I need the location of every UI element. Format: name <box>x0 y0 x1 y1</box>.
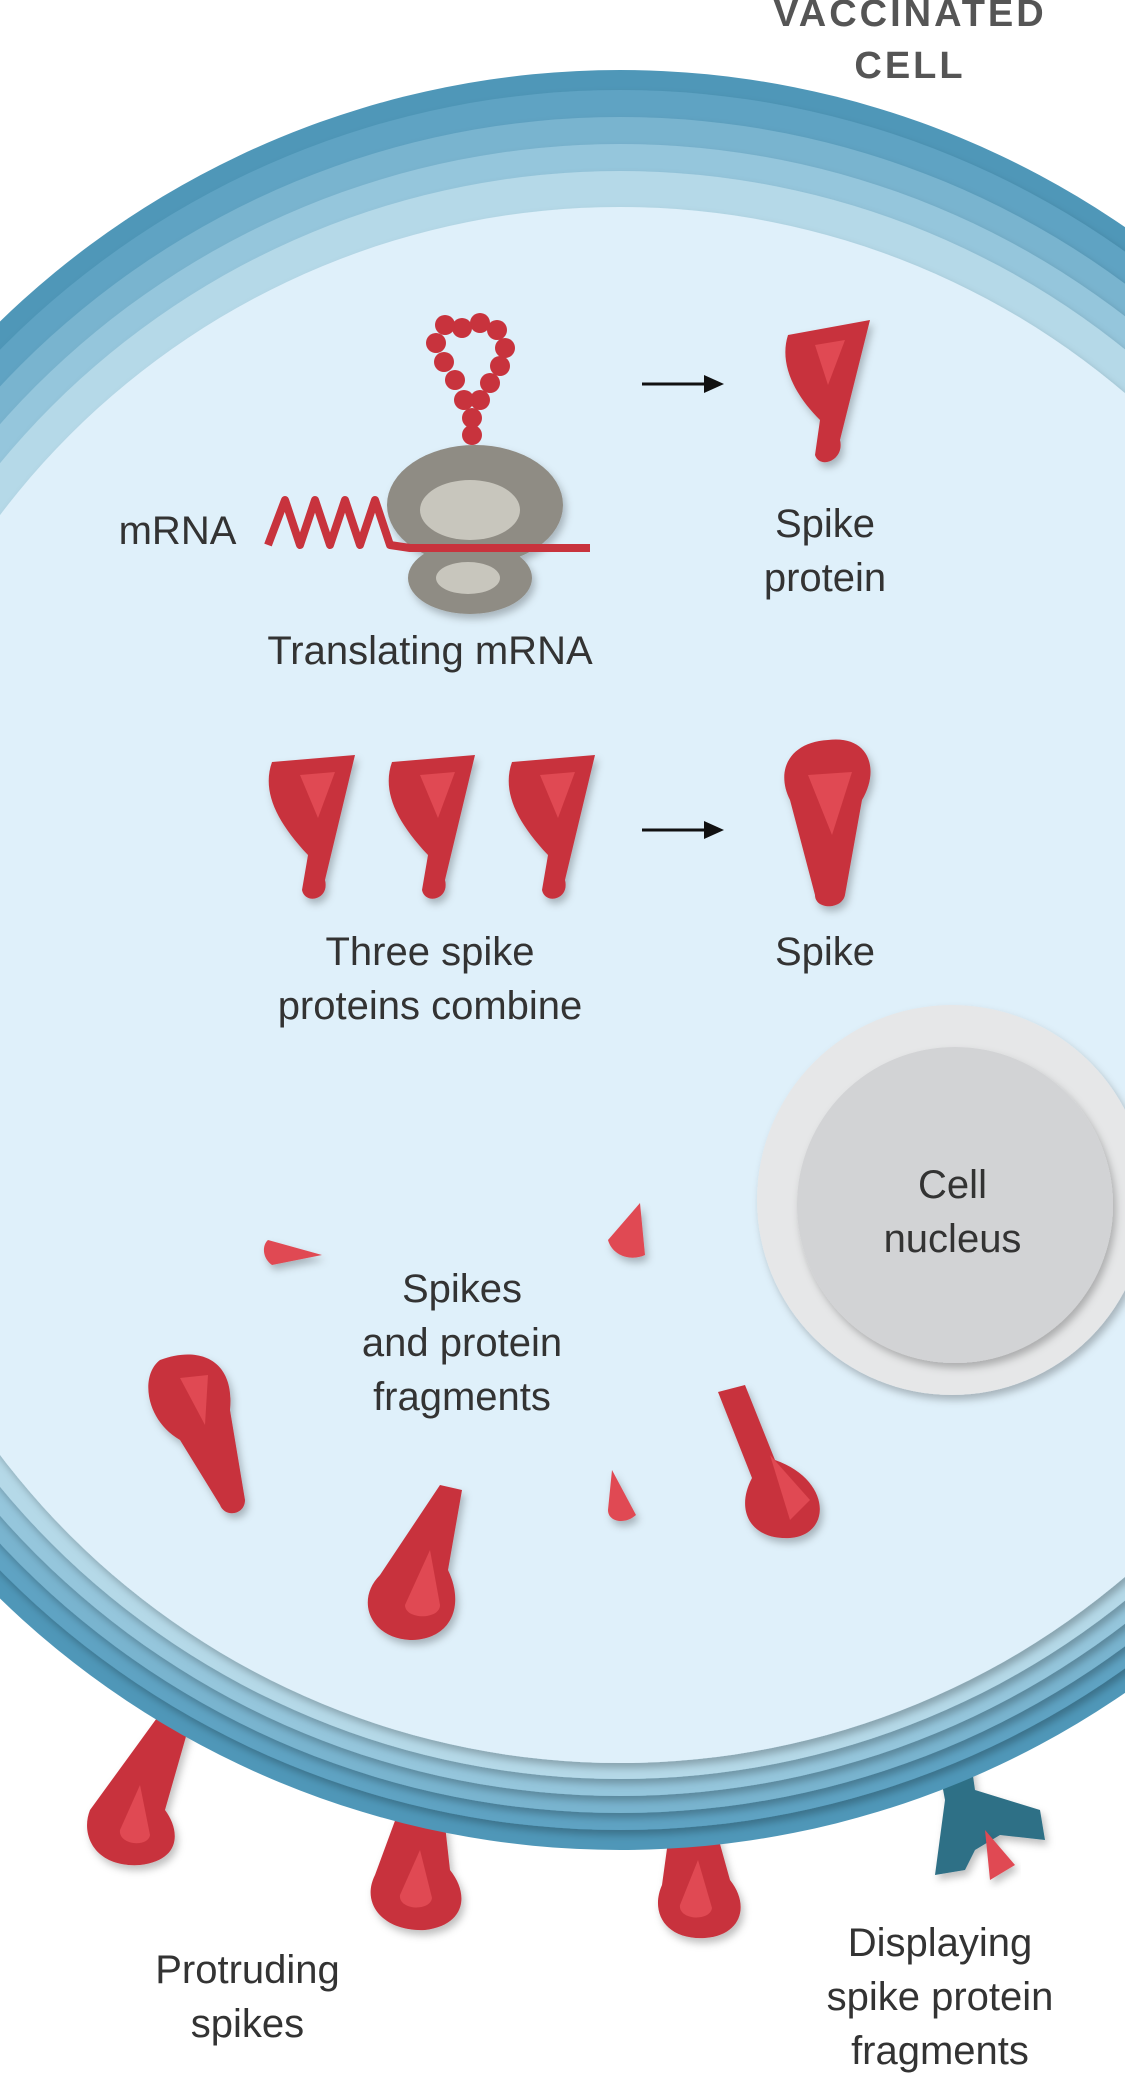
peptide-chain <box>426 313 515 445</box>
three-spike-label: Three spike proteins combine <box>230 925 630 1033</box>
arrow-1 <box>642 375 724 393</box>
spike-protein-shape <box>785 320 870 463</box>
mrna-label: mRNA <box>100 504 255 558</box>
spike-protein-line-1: Spike <box>774 502 876 546</box>
translating-mrna-text: Translating mRNA <box>267 629 593 673</box>
displaying-line-2: spike protein <box>826 1975 1054 2019</box>
displaying-fragments-label: Displaying spike protein fragments <box>790 1916 1090 2078</box>
displayed-fragment <box>985 1830 1015 1880</box>
three-spike-proteins <box>268 755 595 899</box>
fragments-line-3: fragments <box>373 1375 551 1419</box>
protruding-line-2: spikes <box>190 2002 305 2046</box>
fragments-label: Spikes and protein fragments <box>312 1262 612 1424</box>
nucleus-line-2: nucleus <box>883 1217 1022 1261</box>
translating-mrna-label: Translating mRNA <box>230 624 630 678</box>
title-line-2: CELL <box>854 45 966 87</box>
spike-protein-line-2: protein <box>763 556 887 600</box>
spike-label-text: Spike <box>774 930 876 974</box>
mrna-label-text: mRNA <box>118 509 237 553</box>
arrow-2 <box>642 821 724 839</box>
cell-membrane <box>0 70 1125 1850</box>
cytoplasm <box>0 207 1125 1763</box>
spike-label: Spike <box>700 925 950 979</box>
fragments-line-2: and protein <box>361 1321 563 1365</box>
mrna-strand <box>264 496 590 552</box>
ribosome <box>387 445 563 614</box>
nucleus-line-1: Cell <box>918 1163 987 1207</box>
cell-nucleus-label: Cell nucleus <box>835 1158 1070 1266</box>
floating-fragments <box>148 1203 820 1640</box>
fragments-line-1: Spikes <box>401 1267 523 1311</box>
three-spike-line-2: proteins combine <box>277 984 583 1028</box>
protruding-spike-1 <box>87 1700 195 1866</box>
title-line-1: VACCINATED <box>773 0 1047 35</box>
three-spike-line-1: Three spike <box>325 930 535 974</box>
combined-spike <box>784 739 871 907</box>
protruding-line-1: Protruding <box>155 1948 340 1992</box>
displaying-line-1: Displaying <box>847 1921 1033 1965</box>
spike-protein-label: Spike protein <box>700 497 950 605</box>
displaying-line-3: fragments <box>851 2029 1029 2073</box>
protruding-spikes-label: Protruding spikes <box>115 1943 380 2051</box>
diagram-title: VACCINATED CELL <box>755 0 1065 92</box>
cell-nucleus <box>757 1005 1125 1395</box>
